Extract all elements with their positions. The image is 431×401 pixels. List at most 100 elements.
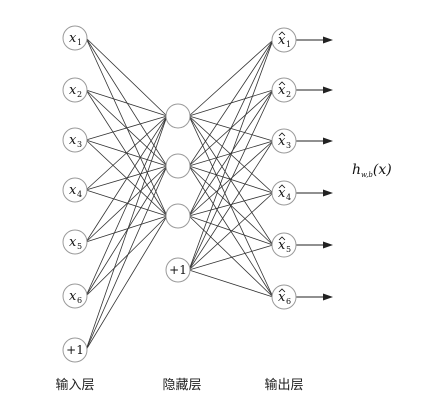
edge-input-3-to-hidden-1 <box>85 115 168 141</box>
edge-hidden-3-to-output-1 <box>188 39 274 217</box>
node-circle <box>62 77 88 103</box>
node-circle <box>165 257 191 283</box>
edge-input-1-to-hidden-3 <box>85 37 168 217</box>
node-subscript: 2 <box>286 90 291 99</box>
node-variable: x <box>278 33 286 48</box>
node-variable: x <box>69 133 77 148</box>
edge-input-2-to-hidden-1 <box>85 89 168 117</box>
edge-hidden-3-to-output-5 <box>188 215 274 246</box>
hidden-layer-title: 隐藏层 <box>162 378 202 393</box>
node-subscript: 4 <box>286 193 291 202</box>
hidden-node-3 <box>165 203 191 229</box>
edge-input-4-to-hidden-1 <box>85 115 168 191</box>
node-circle <box>271 284 297 310</box>
node-circle <box>62 337 88 363</box>
hidden-node-2 <box>165 153 191 179</box>
function-symbol: h <box>352 162 362 178</box>
edge-hidden-3-to-output-3 <box>188 140 274 217</box>
node-circle <box>165 103 191 129</box>
node-circle <box>165 153 191 179</box>
node-variable: x <box>278 134 286 149</box>
hat-accent <box>278 132 286 137</box>
node-circle <box>271 180 297 206</box>
node-subscript: 5 <box>286 245 291 254</box>
edge-input-6-to-hidden-2 <box>85 165 168 297</box>
arrow-head <box>323 36 333 44</box>
input-bias-node: +1 <box>62 337 88 363</box>
edge-hidden-1-to-output-1 <box>188 39 274 117</box>
arrow-head <box>323 137 333 145</box>
hidden-node-1 <box>165 103 191 129</box>
hat-accent <box>278 236 286 241</box>
function-label: hw,b(x) <box>352 162 392 179</box>
node-subscript: 1 <box>286 40 291 49</box>
node-circle <box>271 27 297 53</box>
hidden-bias-node: +1 <box>165 257 191 283</box>
edge-input-bias-to-hidden-2 <box>85 165 168 351</box>
edge-hidden-bias-to-output-2 <box>188 89 274 271</box>
edge-hidden-2-to-output-1 <box>188 39 274 167</box>
output-arrow-2 <box>296 86 333 94</box>
node-variable: x <box>278 238 286 253</box>
node-variable: x <box>69 289 77 304</box>
edge-hidden-bias-to-output-6 <box>188 269 274 298</box>
connection-edges <box>85 37 274 351</box>
edge-input-4-to-hidden-2 <box>85 165 168 191</box>
node-circle <box>271 128 297 154</box>
node-subscript: 1 <box>77 38 82 47</box>
node-circle <box>271 232 297 258</box>
node-variable: x <box>278 186 286 201</box>
node-variable: x <box>69 235 77 250</box>
edge-input-5-to-hidden-2 <box>85 165 168 243</box>
node-circle <box>271 77 297 103</box>
node-subscript: 3 <box>286 141 291 150</box>
node-subscript: 6 <box>286 297 291 306</box>
arrow-head <box>323 86 333 94</box>
node-variable: x <box>69 31 77 46</box>
hat-accent <box>278 31 286 36</box>
output-arrow-3 <box>296 137 333 145</box>
edge-input-1-to-hidden-1 <box>85 37 168 117</box>
node-subscript: 6 <box>77 296 82 305</box>
arrow-head <box>323 241 333 249</box>
node-subscript: 3 <box>77 140 82 149</box>
edge-hidden-bias-to-output-4 <box>188 192 274 271</box>
function-subscript: w,b <box>361 171 373 179</box>
function-argument: (x) <box>372 162 392 178</box>
node-circle <box>62 283 88 309</box>
hat-accent <box>278 288 286 293</box>
node-circle <box>62 229 88 255</box>
output-arrows <box>296 36 333 301</box>
edge-input-5-to-hidden-3 <box>85 215 168 243</box>
output-arrow-4 <box>296 189 333 197</box>
bias-text: +1 <box>169 263 187 277</box>
edge-hidden-bias-to-output-1 <box>188 39 274 271</box>
edge-input-bias-to-hidden-1 <box>85 115 168 351</box>
bias-text: +1 <box>66 343 84 357</box>
hat-accent <box>278 184 286 189</box>
arrow-head <box>323 293 333 301</box>
node-variable: x <box>69 183 77 198</box>
output-arrow-6 <box>296 293 333 301</box>
edge-input-6-to-hidden-3 <box>85 215 168 297</box>
node-circle <box>165 203 191 229</box>
node-subscript: 4 <box>77 190 82 199</box>
node-subscript: 2 <box>77 90 82 99</box>
node-variable: x <box>278 83 286 98</box>
edge-input-1-to-hidden-2 <box>85 37 168 167</box>
output-layer-title: 输出层 <box>264 378 304 393</box>
